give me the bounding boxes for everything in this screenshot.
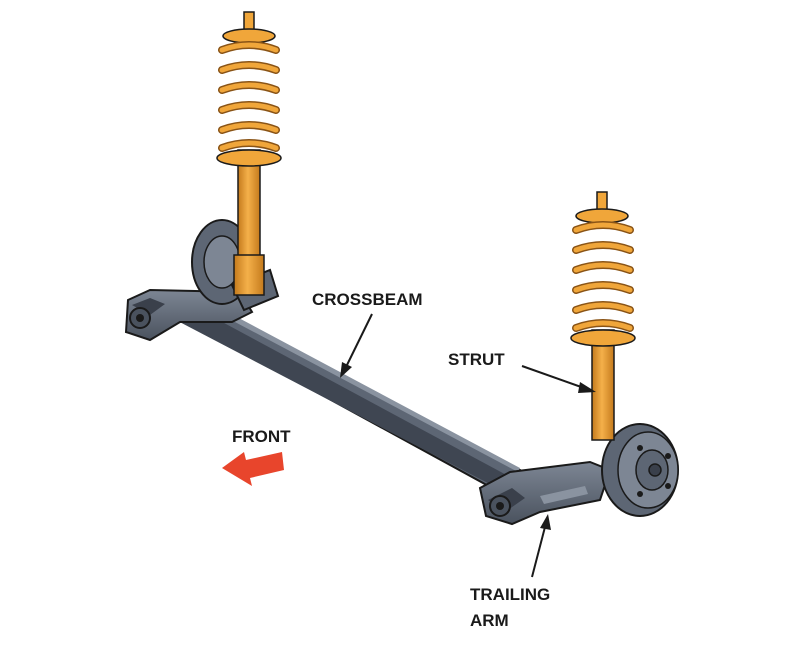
- right-drum: [601, 423, 679, 517]
- left-bushing: [129, 307, 151, 329]
- trailing-arm-label-line2: ARM: [470, 611, 509, 630]
- right-bushing: [489, 495, 511, 517]
- crossbeam-callout: CROSSBEAM: [312, 290, 423, 378]
- arrow-left-icon: [222, 452, 284, 486]
- crossbeam-label: CROSSBEAM: [312, 290, 423, 309]
- right-strut: [570, 191, 636, 441]
- trailing-arm-label-line1: TRAILING: [470, 585, 550, 604]
- trailing-arm-callout: TRAILING ARM: [470, 514, 551, 630]
- trailing-arm-arrowhead-icon: [540, 514, 551, 530]
- strut-label: STRUT: [448, 350, 505, 369]
- right-coil-spring-icon: [572, 221, 634, 332]
- crossbeam: [124, 288, 612, 526]
- crossbeam-arrowhead-icon: [340, 362, 352, 378]
- strut-arrowhead-icon: [578, 382, 596, 393]
- left-strut: [216, 11, 282, 296]
- strut-callout: STRUT: [448, 350, 596, 393]
- left-coil-spring-icon: [218, 41, 280, 152]
- front-label: FRONT: [232, 427, 291, 446]
- front-indicator: FRONT: [222, 427, 291, 486]
